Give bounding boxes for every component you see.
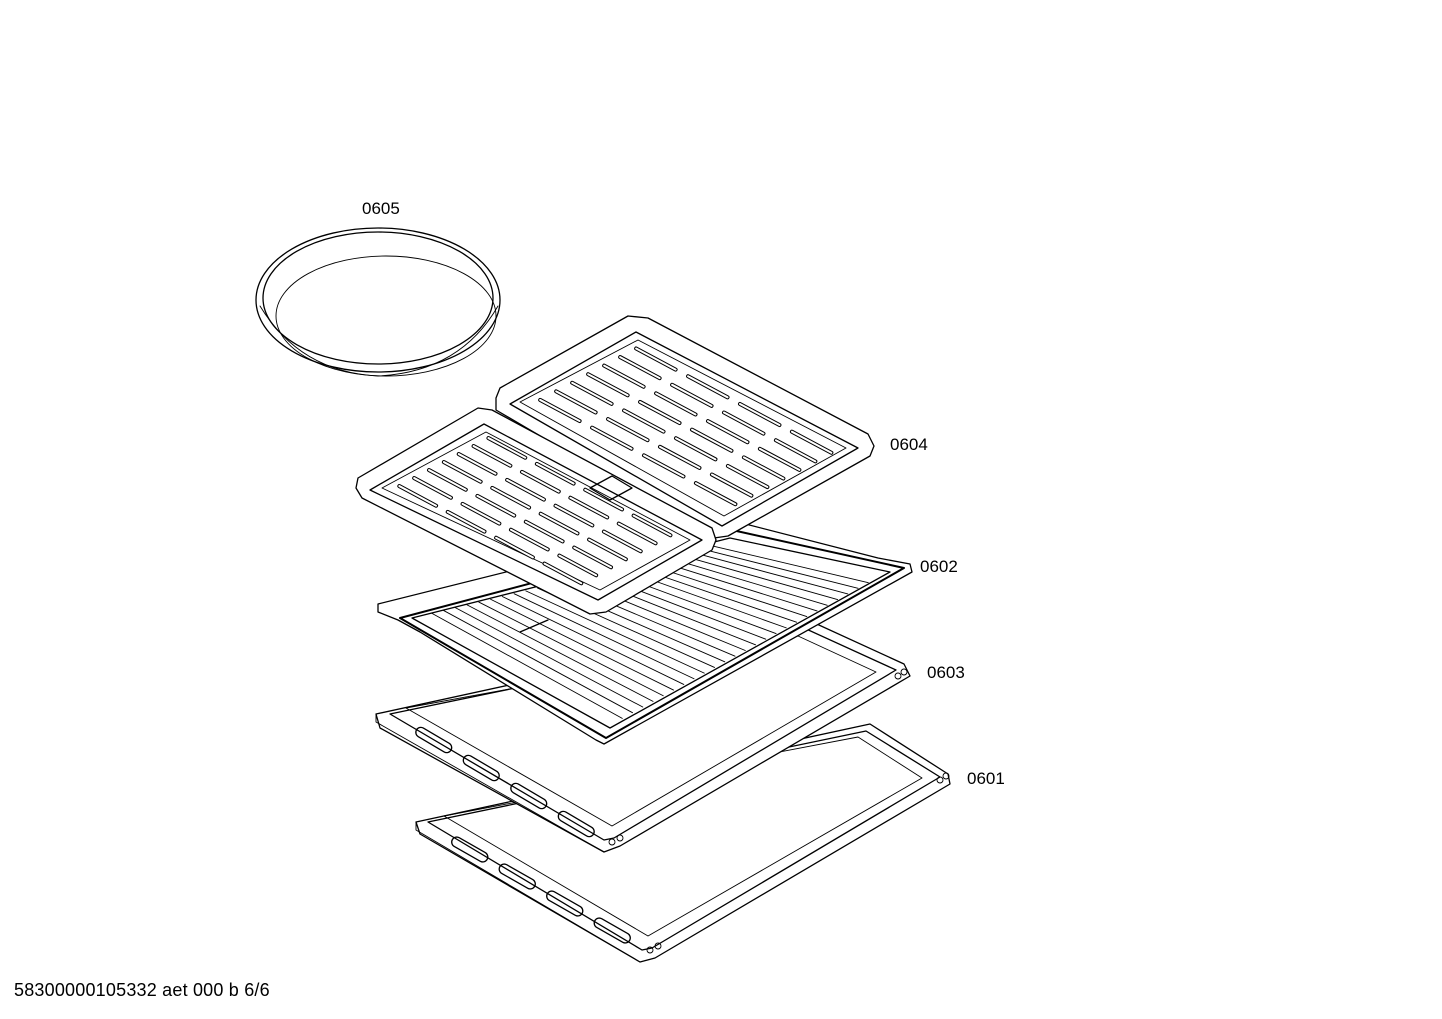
grill-slot-inner — [446, 510, 486, 533]
grill-slot-inner — [558, 554, 598, 577]
tray-slot — [510, 782, 548, 810]
shelf-wire — [525, 590, 705, 674]
part-label-0604: 0604 — [890, 435, 928, 454]
grill-slot-inner — [655, 392, 697, 416]
tray-slot — [415, 726, 453, 754]
grill-insert-0604 — [355, 315, 875, 615]
grill-slot-inner — [539, 398, 581, 423]
grill-slot-inner — [398, 485, 438, 507]
deep-baking-tray-0601 — [415, 723, 951, 963]
grill-slot-inner — [491, 486, 531, 509]
grill-slot-inner — [472, 445, 512, 467]
grill-slot-inner — [535, 462, 575, 485]
grill-slot-inner — [690, 428, 733, 452]
tray-slot — [557, 810, 595, 838]
grill-slot-inner — [487, 437, 527, 459]
grill-slot-inner — [573, 546, 612, 569]
grill-slot-inner — [790, 430, 833, 454]
grill-slot-inner — [619, 356, 661, 380]
grill-slot-inner — [413, 477, 452, 499]
grill-slot-inner — [742, 456, 785, 480]
grill-slot-inner — [726, 464, 769, 489]
grill-slot-inner — [722, 411, 765, 435]
tray-slot — [462, 754, 500, 782]
shelf-wire — [678, 554, 839, 601]
grill-slot-inner — [687, 375, 729, 399]
grill-slot-inner — [617, 522, 657, 545]
grill-slot-inner — [587, 373, 629, 397]
document-code: 58300000105332 aet 000 b 6/6 — [14, 980, 270, 1000]
part-label-0605: 0605 — [362, 199, 400, 218]
grill-slot-inner — [671, 383, 713, 407]
shelf-wire — [690, 551, 849, 595]
grill-slot-inner — [442, 461, 482, 483]
shelf-wire — [513, 593, 695, 680]
grill-slot-inner — [571, 381, 613, 405]
grill-slot-inner — [520, 470, 560, 493]
tray-slot — [498, 863, 536, 890]
grill-slot-inner — [706, 420, 749, 444]
grill-slot-inner — [588, 538, 627, 561]
grill-slot-inner — [658, 445, 701, 469]
grill-slot-inner — [632, 514, 672, 537]
grill-slot-inner — [555, 390, 597, 414]
grill-slot-inner — [569, 496, 609, 519]
shelf-wire — [466, 604, 654, 702]
grill-slot-inner — [584, 488, 624, 511]
grill-slot-inner — [506, 478, 545, 501]
part-label-0603: 0603 — [927, 663, 965, 682]
grill-slot-inner — [457, 453, 497, 475]
grill-slot-inner — [539, 512, 579, 535]
shelf-wire — [654, 559, 818, 612]
shelf-wire — [501, 596, 685, 685]
shelf-wire — [490, 598, 674, 691]
flat-baking-tray-0603 — [375, 619, 911, 853]
grill-slot-inner — [635, 347, 677, 371]
grill-slot-inner — [476, 494, 516, 517]
grill-slot-inner — [603, 364, 645, 388]
shelf-clip — [519, 619, 549, 633]
grill-slot-inner — [738, 402, 781, 427]
grill-slot-inner — [694, 482, 737, 506]
tray-slot — [546, 890, 584, 917]
shelf-wire — [666, 556, 828, 606]
grill-slot-inner — [710, 473, 753, 497]
grill-slot-inner — [524, 520, 564, 543]
shelf-wire — [454, 607, 644, 708]
grill-slot-inner — [607, 418, 649, 442]
grill-slot-inner — [495, 536, 534, 559]
grill-slot-inner — [623, 409, 665, 433]
part-label-0602: 0602 — [920, 557, 958, 576]
grill-slot-inner — [674, 437, 717, 461]
tray-slot — [593, 917, 631, 944]
grill-slot-inner — [461, 502, 501, 525]
grill-slot-inner — [602, 530, 642, 553]
part-label-0601: 0601 — [967, 769, 1005, 788]
shelf-wire — [443, 609, 633, 714]
grill-slot-inner — [543, 562, 583, 585]
grill-slot-inner — [758, 447, 801, 471]
shelf-wire — [478, 601, 664, 697]
shelf-wire — [701, 548, 859, 589]
tray-slot — [451, 836, 489, 863]
shelf-wire — [431, 612, 623, 719]
grill-slot-inner — [774, 439, 817, 463]
round-pan-0605 — [255, 227, 501, 377]
grill-slot-inner — [509, 528, 549, 551]
grill-slot-inner — [591, 426, 633, 450]
shelf-wire — [713, 545, 869, 584]
grill-slot-inner — [642, 454, 685, 478]
grill-slot-inner — [639, 400, 681, 425]
grill-slot-inner — [554, 504, 594, 527]
grill-slot-inner — [428, 469, 467, 491]
